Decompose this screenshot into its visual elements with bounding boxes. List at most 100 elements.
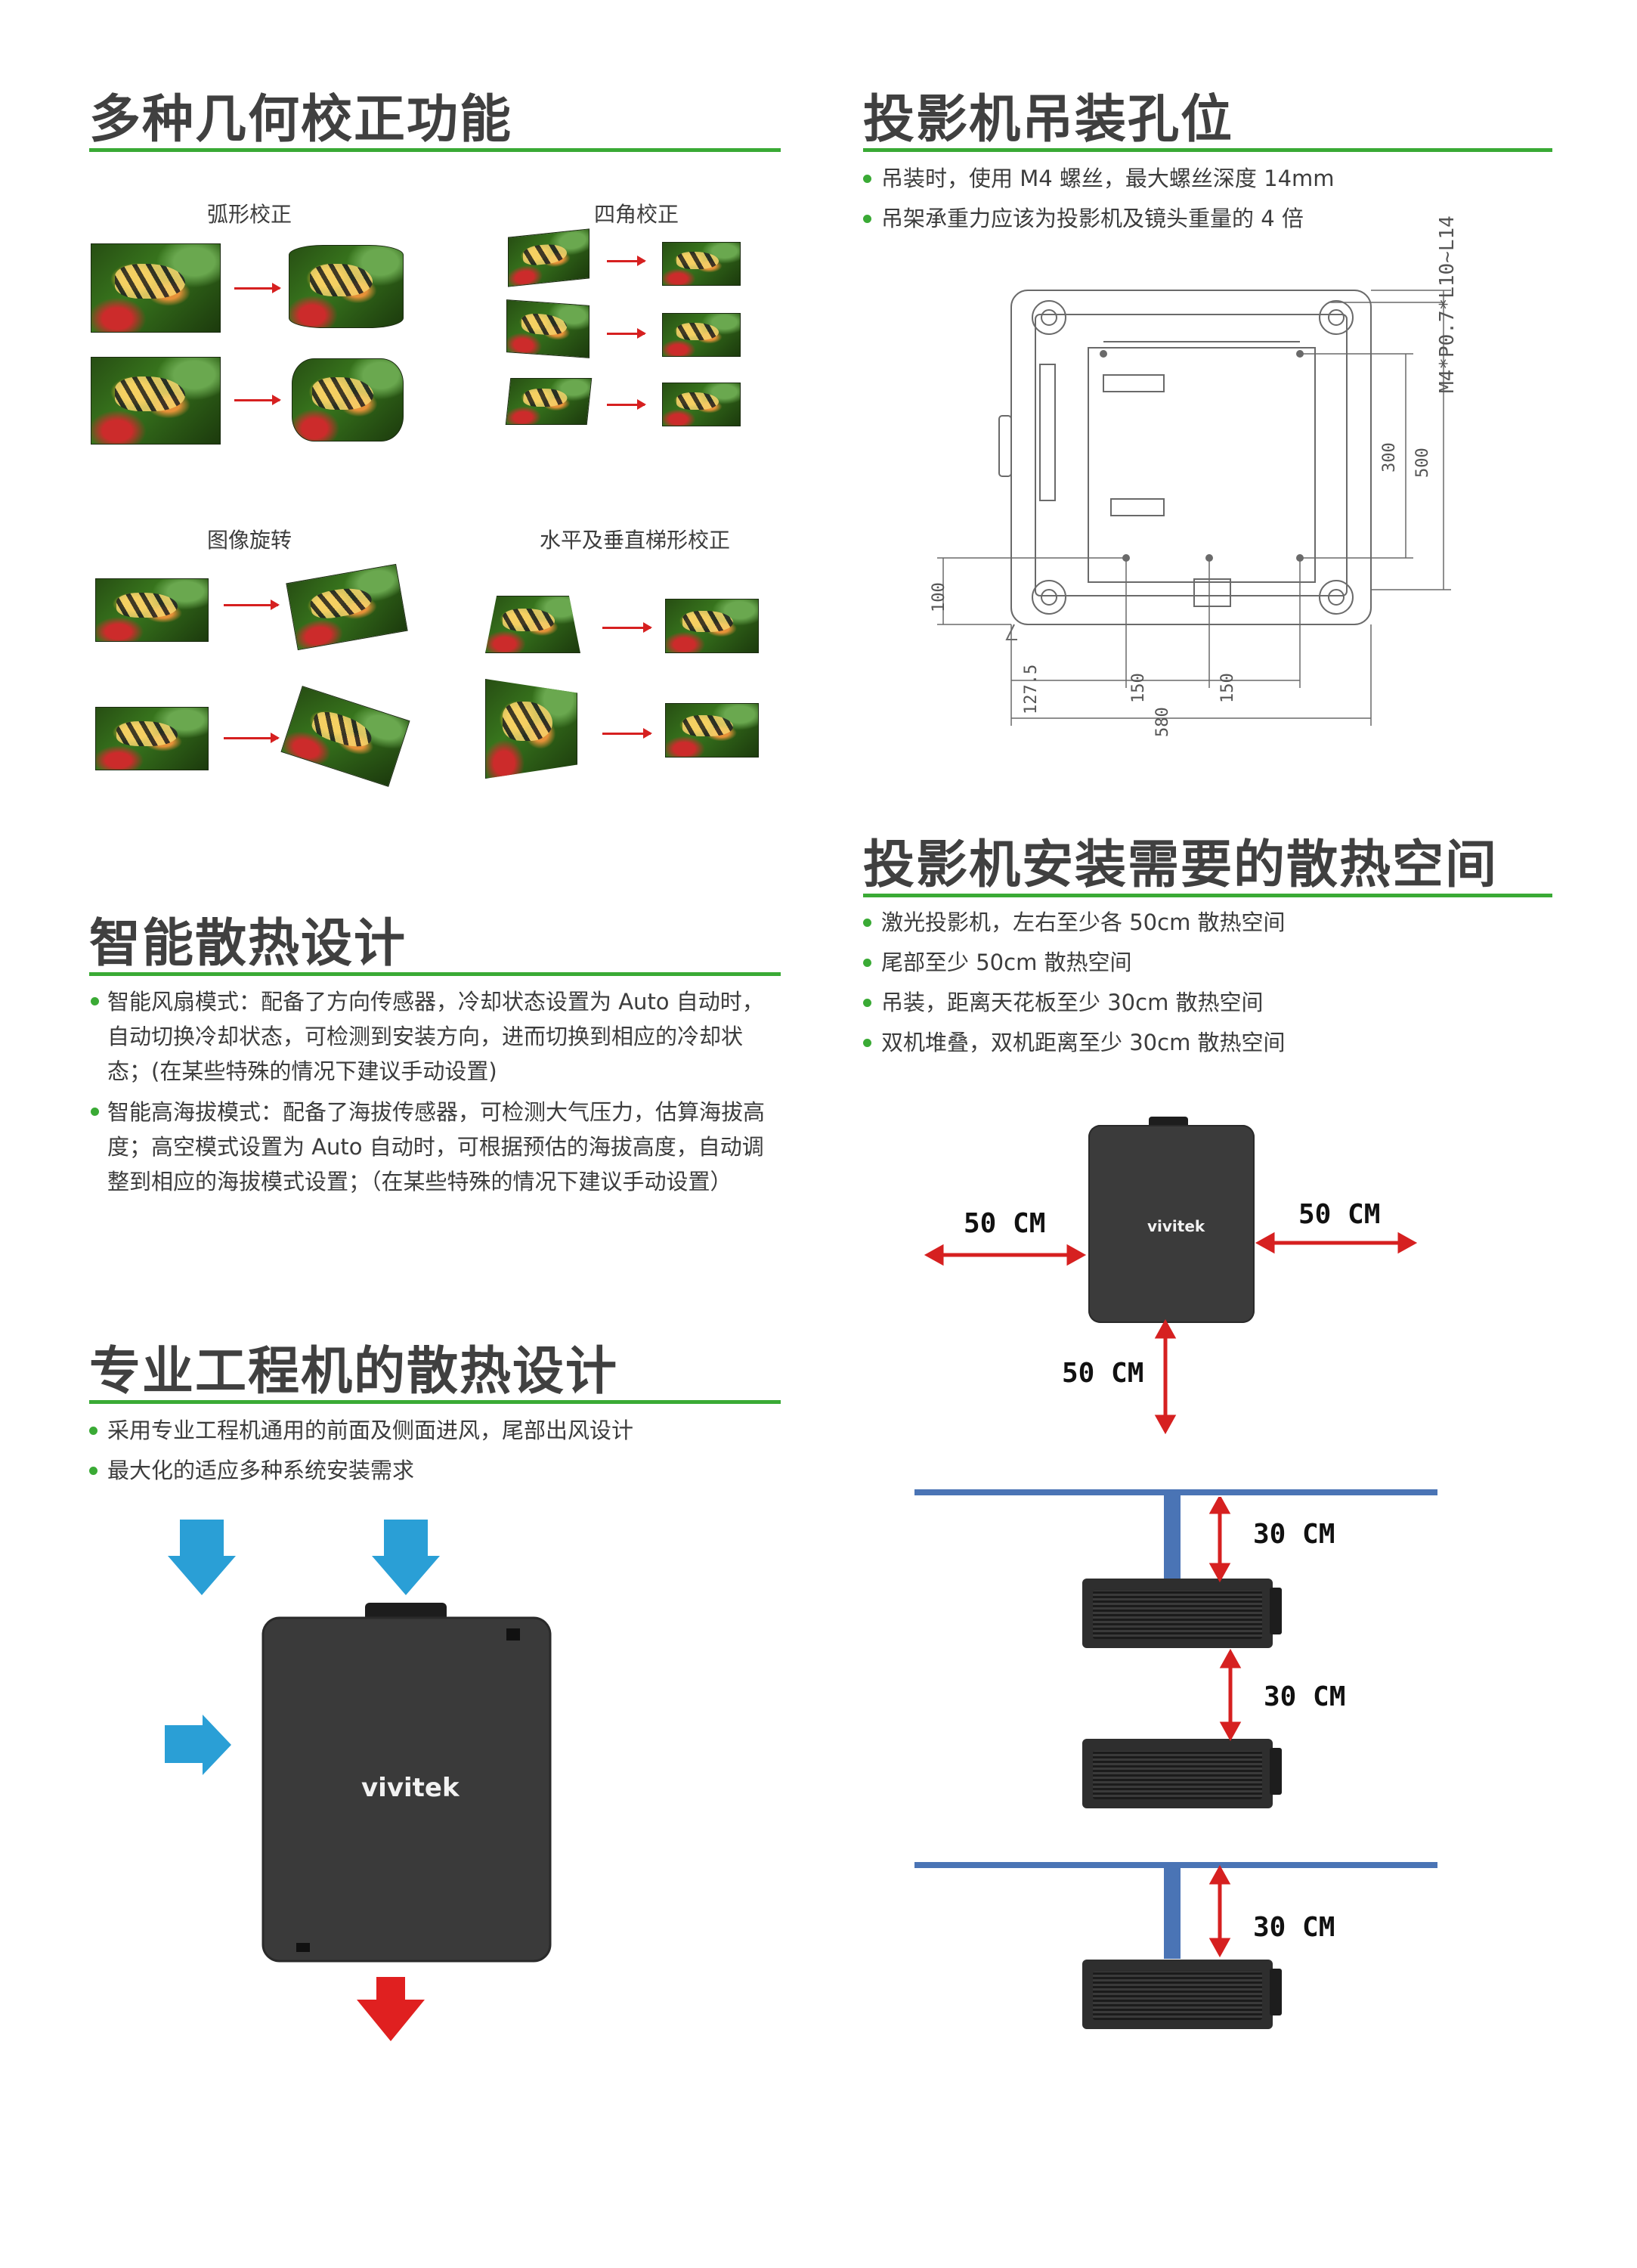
title-underline: [89, 972, 781, 976]
pro-cooling-list: 采用专业工程机通用的前面及侧面进风，尾部出风设计 最大化的适应多种系统安装需求: [89, 1411, 633, 1491]
mount-list: 吊装时，使用 M4 螺丝，最大螺丝深度 14mm 吊架承重力应该为投影机及镜头重…: [863, 159, 1335, 239]
intake-arrow-icon: [372, 1520, 440, 1595]
arrow-icon: [234, 395, 281, 405]
foot: [1032, 580, 1066, 615]
brand-logo: vivitek: [361, 1773, 460, 1803]
distorted-image: [508, 228, 590, 287]
clearance-arrows: [924, 1232, 1418, 1435]
sample-image: [95, 578, 209, 642]
dimension-label: 150: [1218, 673, 1237, 703]
ceiling-beam: [914, 1862, 1437, 1868]
dimension-label: 150: [1129, 673, 1148, 703]
title-underline: [863, 894, 1552, 897]
smart-cooling-text: 智能风扇模式：配备了方向传感器，冷却状态设置为 Auto 自动时，自动切换冷却状…: [89, 984, 781, 1199]
chassis-outline: [1010, 290, 1372, 625]
title-underline: [89, 1400, 781, 1404]
corrected-image: [662, 383, 741, 426]
intake-arrow-icon: [168, 1520, 236, 1595]
arrow-icon: [602, 728, 652, 739]
ceiling-post: [1164, 1495, 1181, 1579]
caption-rotate: 图像旋转: [206, 528, 292, 553]
vent: [1039, 364, 1056, 501]
list-item: 采用专业工程机通用的前面及侧面进风，尾部出风设计: [89, 1411, 633, 1451]
corrected-image: [292, 358, 404, 442]
dimension-label: 500: [1413, 448, 1432, 478]
projector-lens: [1270, 1748, 1282, 1795]
distorted-image: [485, 596, 580, 653]
foot: [1319, 300, 1354, 335]
arrow-icon: [607, 399, 646, 410]
projector-side: [1082, 1579, 1273, 1648]
dimension-label: 100: [930, 582, 948, 612]
ceiling-clearance-label: 30 CM: [1253, 1519, 1335, 1550]
projector-lens: [365, 1603, 447, 1621]
mount-hole: [1100, 350, 1107, 358]
section-title-pro-cooling: 专业工程机的散热设计: [89, 1342, 619, 1402]
dimension-label: 127.5: [1022, 664, 1041, 714]
foot: [1319, 580, 1354, 615]
projector-body: [261, 1616, 552, 1963]
list-item: 最大化的适应多种系统安装需求: [89, 1451, 633, 1491]
hatch: [1193, 578, 1231, 607]
caption-corner: 四角校正: [593, 202, 679, 227]
arrow-icon: [224, 600, 280, 610]
section-title-space: 投影机安装需要的散热空间: [863, 835, 1499, 895]
dimension-label: M4*P0.7*L10~L14: [1436, 215, 1459, 393]
title-underline: [89, 148, 781, 152]
caption-keystone: 水平及垂直梯形校正: [539, 528, 730, 553]
arrow-icon: [607, 328, 646, 339]
corrected-image: [662, 313, 741, 357]
brand-logo: vivitek: [1147, 1217, 1205, 1235]
distorted-image: [485, 679, 577, 779]
exhaust-arrow-icon: [357, 1977, 425, 2041]
list-item: 激光投影机，左右至少各 50cm 散热空间: [863, 903, 1286, 943]
arrow-icon: [234, 283, 281, 293]
sample-image: [91, 243, 221, 333]
foot: [1032, 300, 1066, 335]
clearance-right-label: 50 CM: [1298, 1199, 1381, 1230]
ceiling-post: [1164, 1868, 1181, 1959]
corrected-image: [662, 242, 741, 286]
caption-arc: 弧形校正: [206, 202, 292, 227]
status-led: [506, 1628, 520, 1641]
altitude-mode-text: 智能高海拔模式：配备了海拔传感器，可检测大气压力，估算海拔高度；高空模式设置为 …: [89, 1095, 781, 1199]
vent: [1110, 498, 1165, 516]
dimension-label: 580: [1153, 707, 1172, 737]
projector-body: [1088, 1125, 1255, 1323]
section-title-geometry: 多种几何校正功能: [89, 90, 513, 150]
list-item: 吊装时，使用 M4 螺丝，最大螺丝深度 14mm: [863, 159, 1335, 199]
vent-grille: [1093, 1591, 1262, 1639]
list-item: 吊装，距离天花板至少 30cm 散热空间: [863, 983, 1286, 1023]
clearance-bottom-label: 50 CM: [1062, 1358, 1144, 1389]
stack-clearance-label: 30 CM: [1264, 1681, 1346, 1712]
vent-grille: [1093, 1751, 1262, 1799]
projector-lens: [1270, 1969, 1282, 2015]
rotated-image: [286, 563, 408, 651]
section-title-smart-cooling: 智能散热设计: [89, 914, 407, 974]
section-title-mount: 投影机吊装孔位: [863, 90, 1234, 150]
dimension-label: 300: [1380, 442, 1399, 472]
sample-image: [95, 707, 209, 770]
mount-drawing: [937, 290, 1451, 726]
ceiling-beam: [914, 1489, 1437, 1495]
arrow-icon: [602, 622, 652, 633]
arrow-icon: [607, 256, 646, 266]
corrected-image: [665, 599, 759, 653]
foot: [296, 1943, 310, 1952]
corrected-image: [289, 245, 404, 328]
panel-outline: [1035, 314, 1348, 596]
inner-plate: [1088, 347, 1316, 583]
sample-image: [91, 357, 221, 445]
airflow-diagram: [165, 1520, 552, 2041]
vertical-clearance-arrows: [1209, 1497, 1242, 1958]
list-item: 尾部至少 50cm 散热空间: [863, 943, 1286, 983]
projector-lens: [1270, 1588, 1282, 1634]
rotated-image: [280, 686, 410, 787]
list-item: 双机堆叠，双机距离至少 30cm 散热空间: [863, 1023, 1286, 1063]
projector-side: [1082, 1739, 1273, 1808]
lens-bump: [998, 415, 1012, 477]
space-list: 激光投影机，左右至少各 50cm 散热空间 尾部至少 50cm 散热空间 吊装，…: [863, 903, 1286, 1063]
title-underline: [863, 148, 1552, 152]
intake-arrow-icon: [165, 1715, 231, 1775]
corrected-image: [665, 703, 759, 758]
